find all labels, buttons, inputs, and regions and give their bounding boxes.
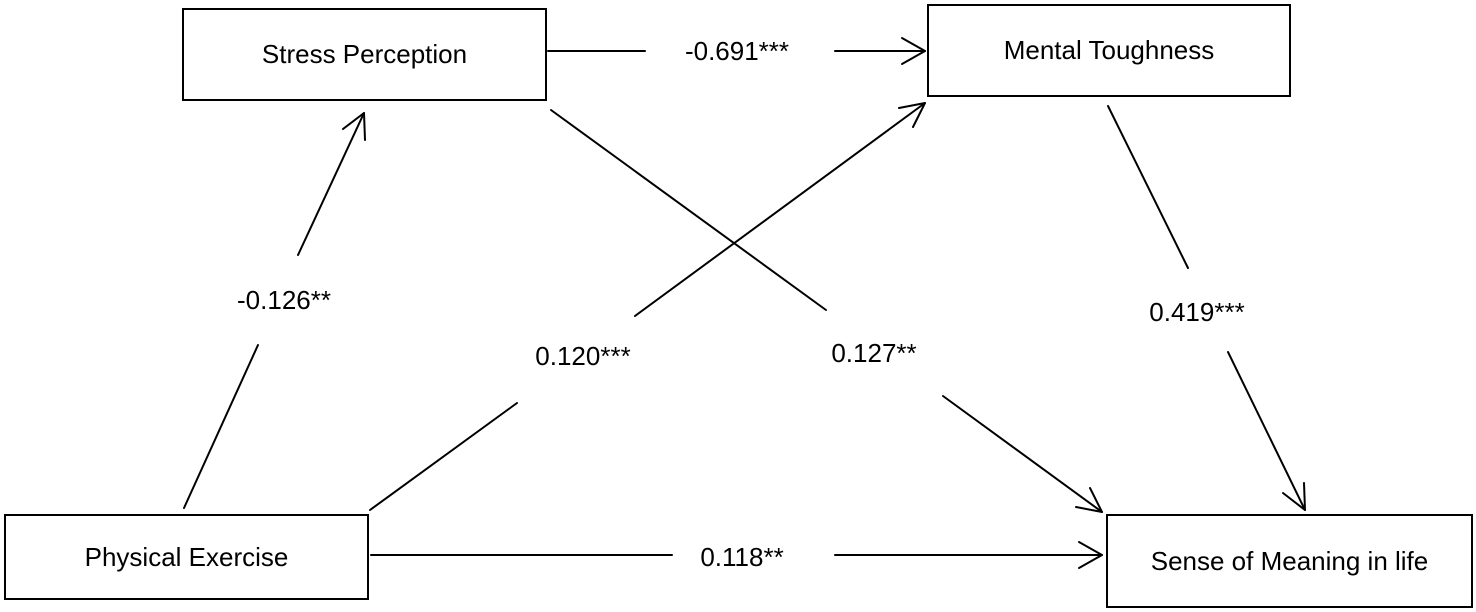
arrow-stress-to-mental (547, 37, 926, 65)
node-label: Physical Exercise (84, 541, 289, 572)
coef-stress-to-sense: 0.127** (831, 338, 917, 368)
node-mental-toughness: Mental Toughness (927, 4, 1291, 97)
node-label: Mental Toughness (1003, 35, 1215, 65)
arrow-exercise-to-stress (183, 112, 366, 509)
node-stress-perception: Stress Perception (182, 8, 547, 101)
arrow-exercise-to-sense (370, 541, 1103, 569)
arrow-exercise-to-mental (369, 102, 926, 511)
arrow-stress-to-sense (550, 109, 1103, 513)
coef-mental-to-sense: 0.419*** (1149, 297, 1245, 327)
coef-exercise-to-mental: 0.120*** (535, 341, 631, 371)
coef-exercise-to-stress: -0.126** (237, 285, 331, 315)
node-physical-exercise: Physical Exercise (4, 514, 369, 600)
node-sense-of-meaning: Sense of Meaning in life (1106, 514, 1473, 608)
node-label: Sense of Meaning in life (1150, 545, 1429, 576)
coef-exercise-to-sense: 0.118** (700, 542, 784, 572)
node-label: Stress Perception (261, 39, 468, 69)
coef-stress-to-mental: -0.691*** (684, 36, 790, 66)
arrow-mental-to-sense (1107, 105, 1306, 511)
